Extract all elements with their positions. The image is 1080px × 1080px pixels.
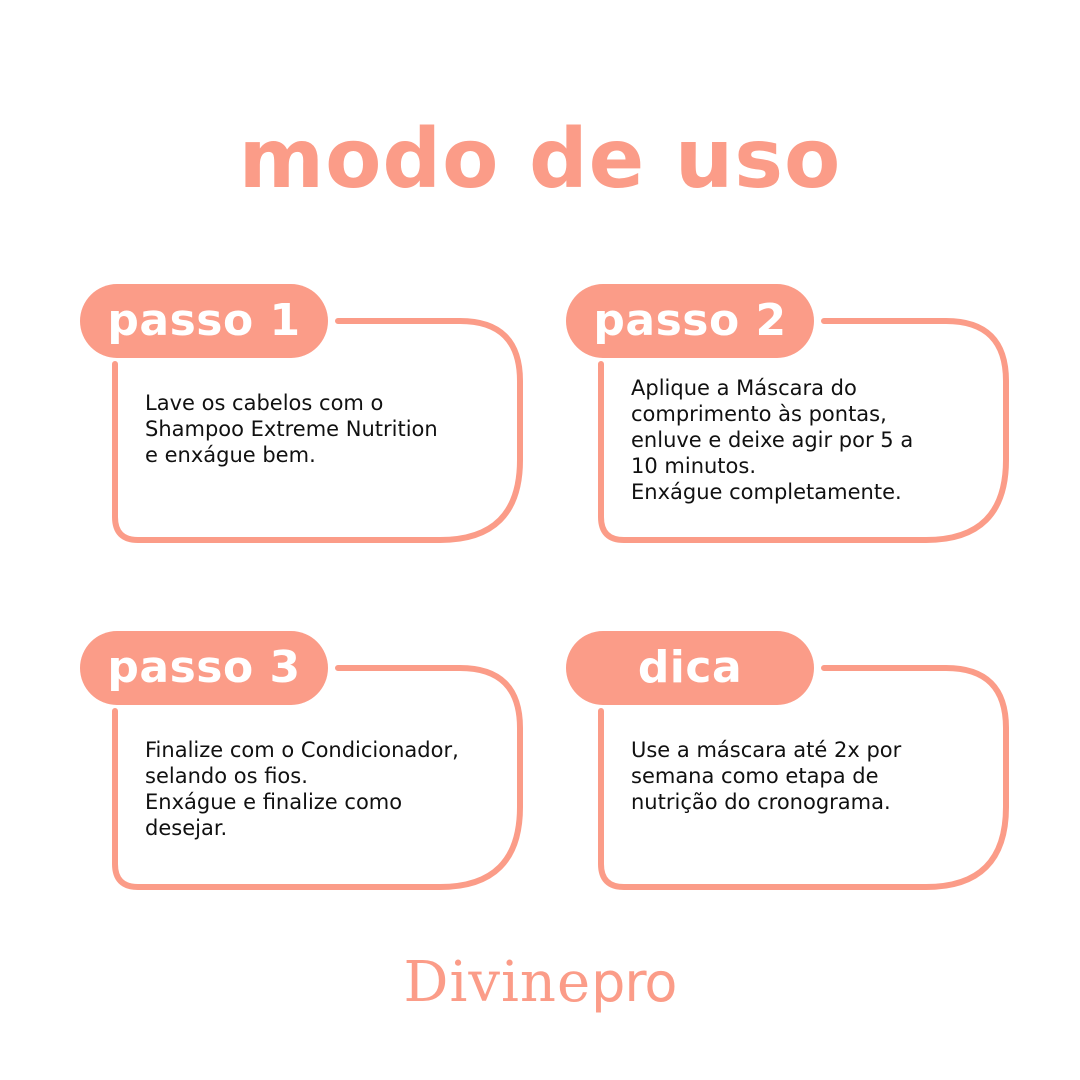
step-label-pill: passo 1: [80, 284, 328, 358]
card-frame: [112, 665, 523, 890]
step-card-2: passo 2 Aplique a Máscara do comprimento…: [566, 284, 1026, 544]
tip-label-pill: dica: [566, 631, 814, 705]
step-label-pill: passo 3: [80, 631, 328, 705]
page-title: modo de uso: [238, 112, 842, 207]
brand-logo-part2: pro: [591, 951, 677, 1014]
step-label-pill: passo 2: [566, 284, 814, 358]
tip-description: Use a máscara até 2x por semana como eta…: [631, 738, 902, 814]
step-description: Finalize com o Condicionador, selando os…: [145, 738, 459, 840]
step-card-3: passo 3 Finalize com o Condicionador, se…: [80, 631, 540, 891]
brand-logo-part1: Divine: [403, 950, 592, 1015]
step-description: Aplique a Máscara do comprimento às pont…: [631, 376, 914, 504]
tip-card: dica Use a máscara até 2x por semana com…: [566, 631, 1026, 891]
card-frame: [598, 318, 1009, 543]
step-card-1: passo 1 Lave os cabelos com o Shampoo Ex…: [80, 284, 540, 544]
brand-logo: Divinepro: [0, 948, 1080, 1018]
card-frame: [598, 665, 1009, 890]
card-frame: [112, 318, 523, 543]
step-description: Lave os cabelos com o Shampoo Extreme Nu…: [145, 391, 438, 467]
